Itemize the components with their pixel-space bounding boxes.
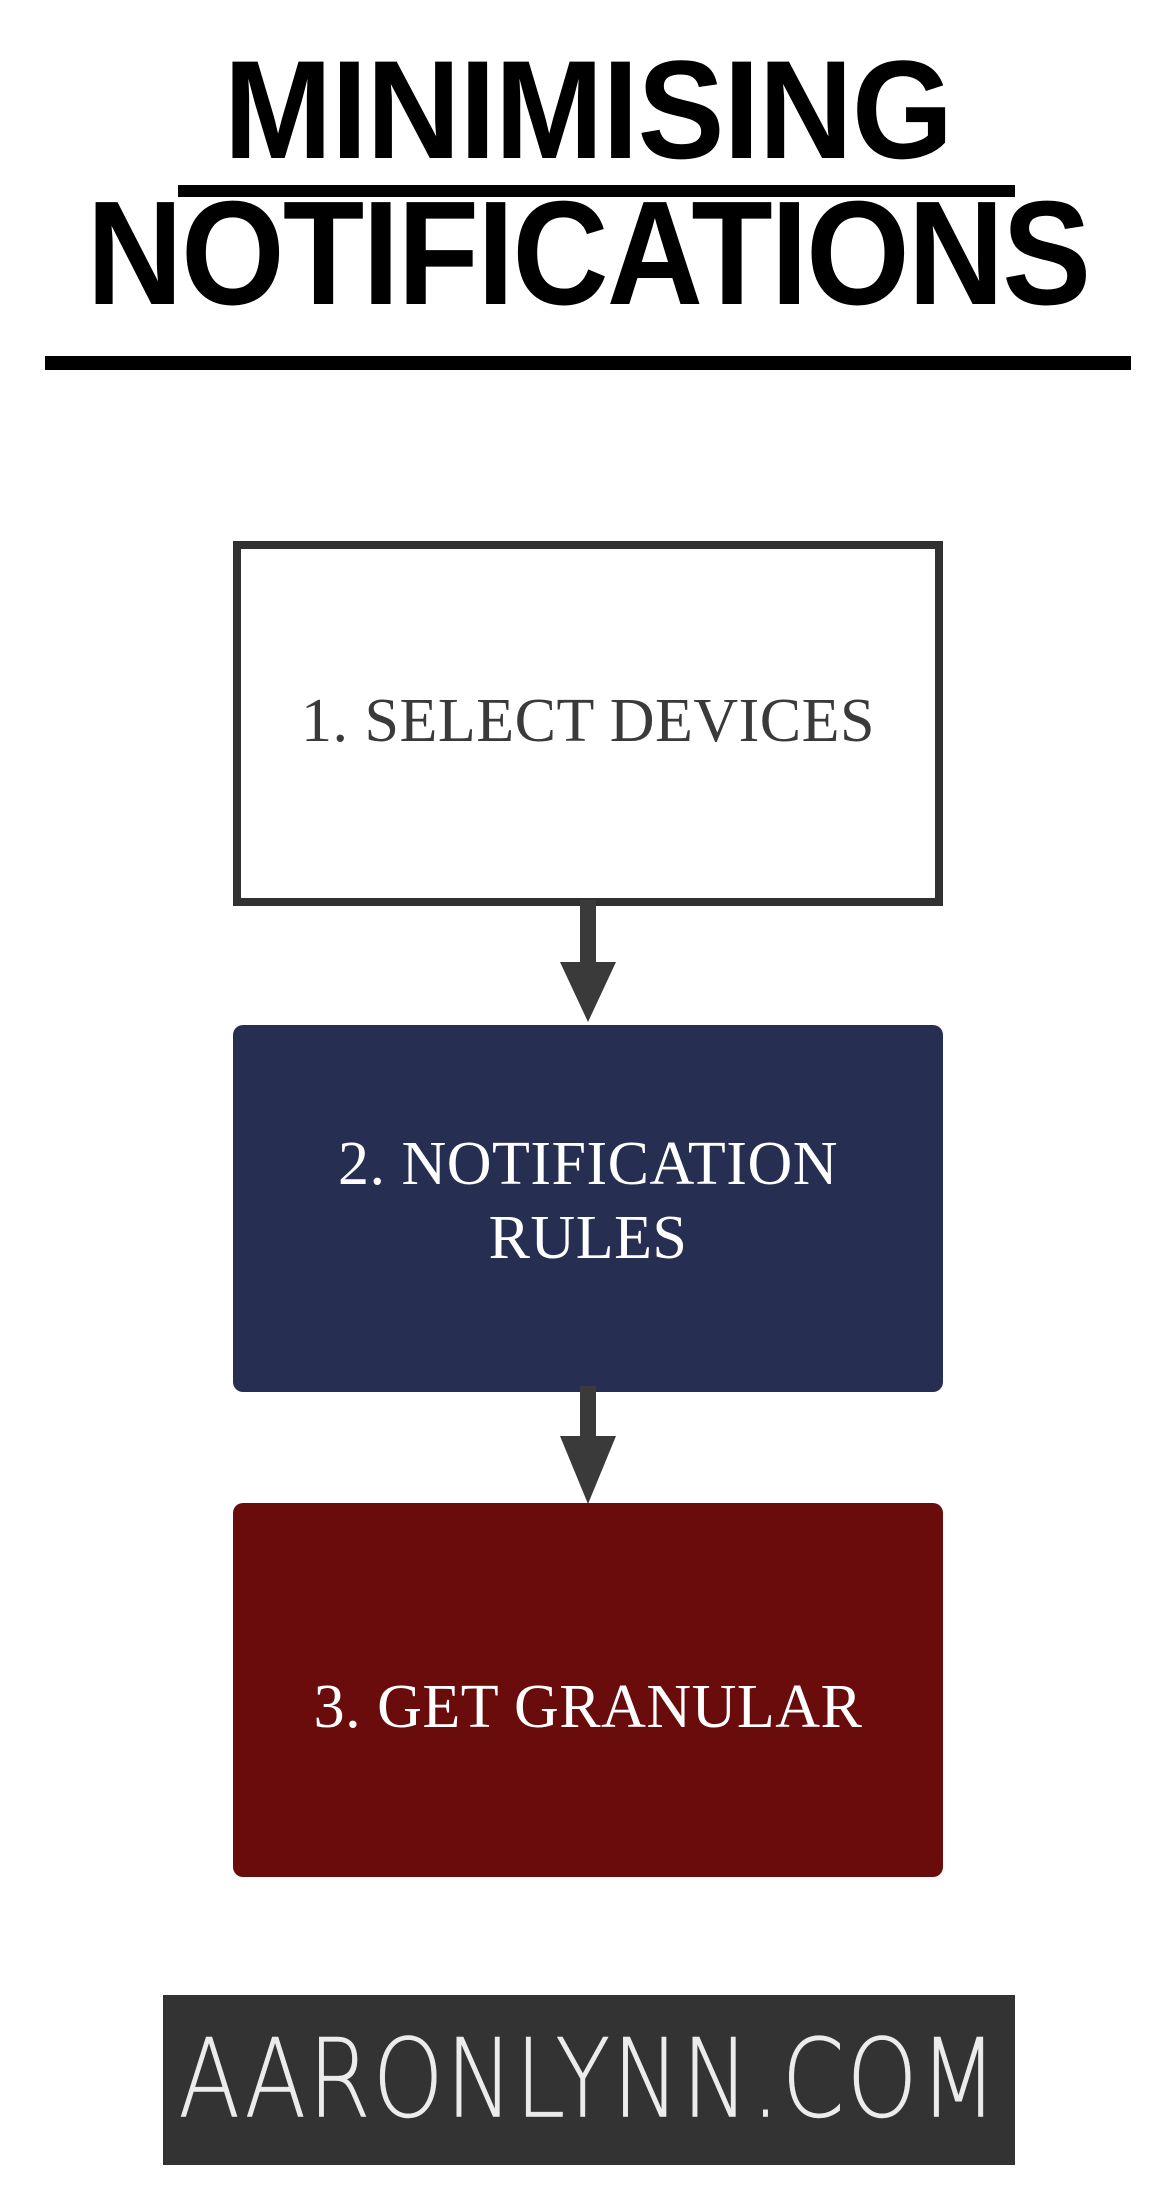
title-underline-2 [45, 356, 1131, 370]
flow-arrow-2-down-icon [560, 1386, 616, 1504]
title-line-2: NOTIFICATIONS [86, 171, 1091, 336]
flow-step-2-label: 2. NOTIFICATION RULES [337, 1130, 839, 1272]
flow-step-2-notification-rules[interactable]: 2. NOTIFICATION RULES [233, 1025, 943, 1392]
page-title: MINIMISING NOTIFICATIONS [0, 40, 1176, 328]
title-underline-1 [178, 185, 1015, 197]
footer-website-label: AARONLYNN.COM [178, 2016, 1000, 2143]
flow-step-3-label: 3. GET GRANULAR [313, 1673, 863, 1742]
flow-step-3-get-granular[interactable]: 3. GET GRANULAR [233, 1503, 943, 1877]
flow-step-1-label: 1. SELECT DEVICES [301, 686, 875, 755]
footer-branding-bar: AARONLYNN.COM [163, 1995, 1015, 2165]
flow-step-1-select-devices[interactable]: 1. SELECT DEVICES [233, 541, 943, 906]
title-line-1: MINIMISING [223, 31, 953, 188]
flow-arrow-1-down-icon [560, 900, 616, 1022]
